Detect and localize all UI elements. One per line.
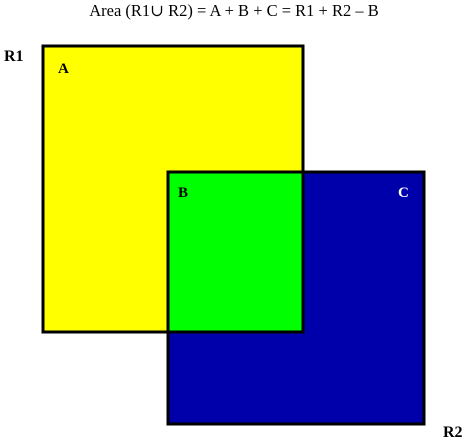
- rectangle-r2-outline: [166, 170, 426, 426]
- label-c: C: [398, 185, 409, 201]
- label-a: A: [58, 61, 69, 77]
- label-r2: R2: [443, 424, 463, 441]
- formula-title: Area (R1∪ R2) = A + B + C = R1 + R2 – B: [89, 1, 379, 20]
- region-b: [168, 172, 303, 332]
- label-b: B: [178, 185, 188, 201]
- rectangle-r1-outline: [41, 44, 305, 334]
- label-r1: R1: [4, 48, 24, 65]
